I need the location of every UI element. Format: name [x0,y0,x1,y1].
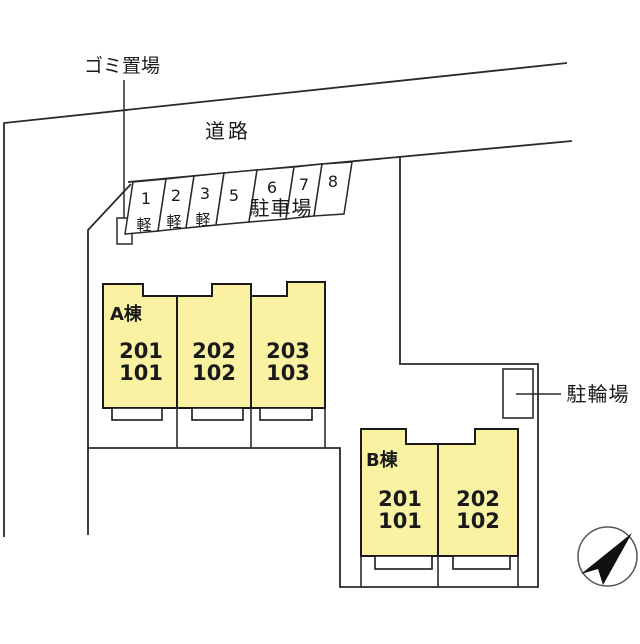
porch [111,407,163,421]
unit-number-upper: 201 [119,339,163,363]
parking-strip [124,161,353,235]
compass-circle [577,526,638,587]
building-a [102,281,326,409]
unit-number-lower: 101 [119,361,163,385]
unit-number-upper: 202 [456,487,500,511]
unit-number-upper: 203 [266,339,310,363]
parking-space-number: 8 [328,172,338,191]
porch [259,407,313,421]
unit-number-upper: 202 [192,339,236,363]
unit-number-lower: 102 [192,361,236,385]
road-edge-upper [3,62,568,537]
unit-number-lower: 101 [378,509,422,533]
site-boundary-right [88,157,539,588]
garbage-area-label: ゴミ置場 [84,55,160,77]
parking-space-number: 6 [267,178,277,197]
parking-space-number: 2 [171,186,181,205]
building-b-yard-dividers [360,556,519,587]
compass [577,526,638,587]
building-a-porches [111,407,313,421]
parking-space-number: 3 [200,184,210,203]
parking-lot-label: 駐車場 [250,196,313,220]
unit-number-lower: 103 [266,361,310,385]
parking-space-number: 7 [299,175,309,194]
building-a-label: A棟 [110,303,143,325]
building-a-yard-dividers [176,408,326,448]
porch [374,555,433,570]
porch [191,407,244,421]
kei-car-label: 軽 [195,211,210,229]
kei-car-label: 軽 [166,213,181,231]
porch [452,555,511,570]
unit-number-lower: 102 [456,509,500,533]
unit-number-upper: 201 [378,487,422,511]
parking-space [313,161,353,217]
building-b-label: B棟 [366,449,399,471]
building-b-porches [374,555,511,570]
bicycle-parking-label: 駐輪場 [567,382,630,406]
kei-car-label: 軽 [136,216,151,234]
parking-space-number: 1 [141,189,151,208]
site-boundary-left [87,183,132,535]
road-label: 道路 [205,119,251,143]
north-arrow-icon [581,533,632,585]
parking-space-number: 5 [229,186,239,205]
